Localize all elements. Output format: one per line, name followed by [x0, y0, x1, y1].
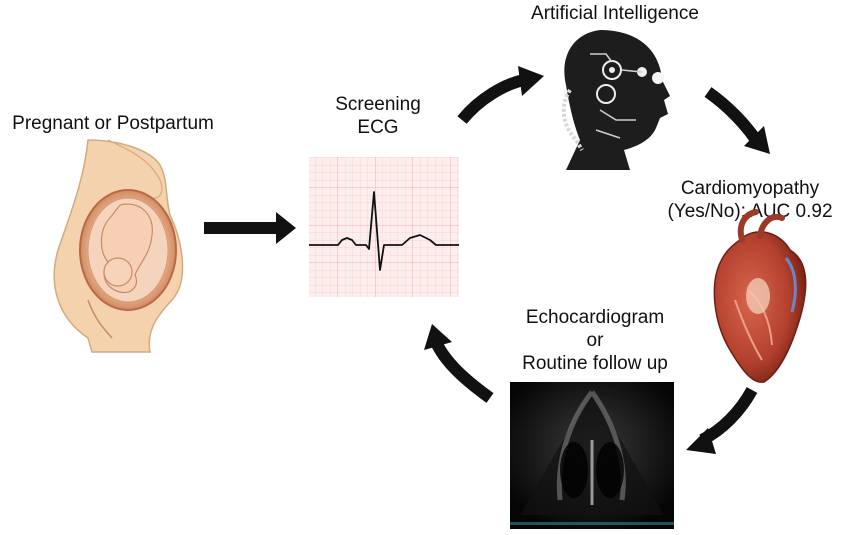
echo-line1: Echocardiogram: [525, 307, 665, 328]
arrow-pregnant-to-ecg: [204, 212, 296, 244]
ecg-trace: [309, 191, 459, 271]
arrow-ai-to-cardiomyopathy: [704, 87, 770, 154]
pregnant-woman-fetus-icon: [53, 139, 184, 353]
ai-label: Artificial Intelligence: [531, 3, 699, 24]
arrow-ecg-to-ai: [457, 66, 544, 124]
cardiomyopathy-line1: Cardiomyopathy: [680, 178, 820, 199]
ai-robot-head-icon: [561, 30, 670, 170]
heart-anatomy-icon: [713, 209, 807, 383]
screening-ecg-line1: Screening: [335, 94, 421, 115]
arrow-echo-to-ecg: [424, 324, 494, 403]
echo-line3: Routine follow up: [522, 353, 668, 374]
echo-line2: or: [586, 330, 604, 351]
screening-ecg-label: Screening ECG: [318, 93, 438, 139]
pregnant-label: Pregnant or Postpartum: [12, 113, 214, 134]
echo-label: Echocardiogram or Routine follow up: [490, 306, 700, 375]
screening-ecg-line2: ECG: [357, 117, 399, 138]
arrow-cardiomyopathy-to-echo: [686, 387, 758, 454]
ecg-strip-icon: [309, 157, 459, 297]
echocardiogram-image-icon: [510, 382, 674, 529]
